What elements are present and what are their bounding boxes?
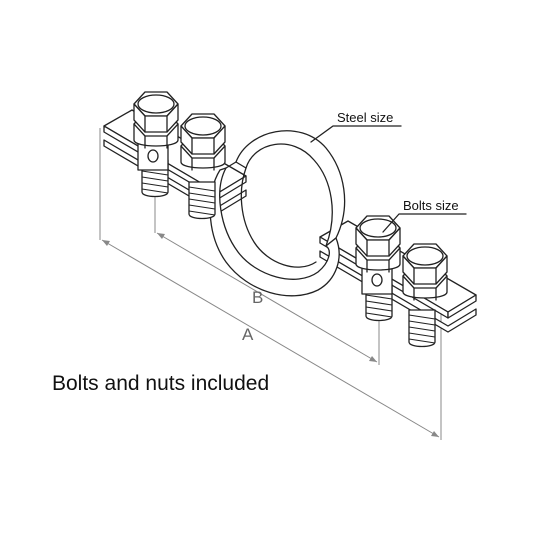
dimension-b-label: B xyxy=(252,288,263,307)
steel-size-label: Steel size xyxy=(337,110,393,125)
bolt-head-icon xyxy=(402,243,448,301)
bolt-head-icon xyxy=(133,91,179,149)
bolt-head-icon xyxy=(355,215,401,273)
bolt-head-icon xyxy=(180,113,226,171)
round-strap xyxy=(209,130,346,297)
bolts-size-label: Bolts size xyxy=(403,198,459,213)
caption: Bolts and nuts included xyxy=(52,372,269,395)
dimension-a-label: A xyxy=(242,325,254,344)
leader-lines xyxy=(310,125,467,233)
